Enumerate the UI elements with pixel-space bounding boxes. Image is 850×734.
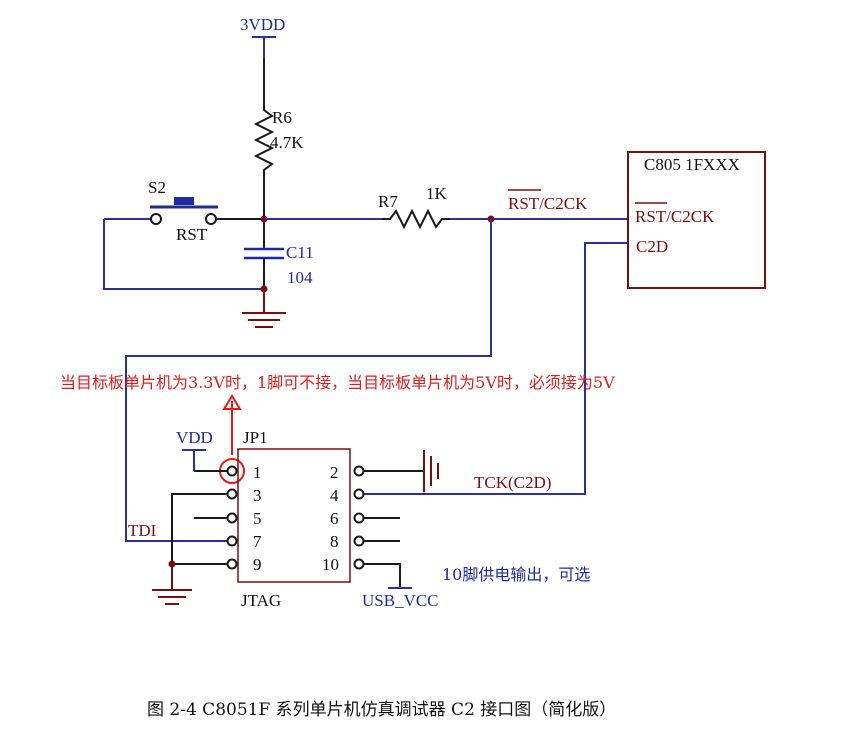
jtag-pin-10: 10 — [322, 555, 339, 574]
rst-net-rest: /C2CK — [539, 194, 588, 213]
r6-value-label: 4.7K — [270, 133, 304, 152]
ground-symbol-bottom — [152, 564, 192, 605]
jtag-pin-4: 4 — [330, 486, 339, 505]
jtag-pin-3: 3 — [253, 486, 262, 505]
r7-value-label: 1K — [426, 184, 448, 203]
vdd-jtag-label: VDD — [176, 428, 213, 447]
jtag-label: JTAG — [241, 591, 281, 610]
usb-vcc-label: USB_VCC — [362, 591, 439, 610]
mcu-chip-name: C805 1FXXX — [644, 155, 740, 174]
jp1-label: JP1 — [243, 428, 268, 447]
r6-resistor — [253, 98, 275, 180]
mcu-pin-rst-label: RST/C2CK — [635, 207, 715, 226]
red-note: 当目标板单片机为3.3V时，1脚可不接，当目标板单片机为5V时，必须接为5V — [60, 373, 615, 392]
r7-ref-label: R7 — [378, 192, 398, 211]
junction-dot — [260, 285, 268, 293]
s2-ref-label: S2 — [148, 178, 166, 197]
mcu-pin-rst-bar: RST — [635, 207, 667, 226]
r7-resistor — [382, 208, 450, 230]
jtag-pin-8: 8 — [330, 532, 339, 551]
c11-capacitor — [244, 219, 284, 289]
figure-caption: 图 2-4 C8051F 系列单片机仿真调试器 C2 接口图（简化版） — [147, 700, 616, 720]
jtag-pin-2: 2 — [330, 463, 339, 482]
jtag-pin-5: 5 — [253, 509, 262, 528]
ground-symbol-top — [242, 289, 286, 328]
jtag-pin-9: 9 — [253, 555, 262, 574]
mcu-chip-box — [627, 151, 766, 289]
vdd-power-symbol — [252, 36, 276, 98]
rst-net-label: RST/C2CK — [508, 194, 588, 213]
vdd-top-label: 3VDD — [240, 15, 285, 34]
c11-ref-label: C11 — [286, 243, 314, 262]
vdd-jtag-symbol — [182, 449, 228, 472]
jtag-pin-6: 6 — [330, 509, 339, 528]
mcu-pin-rst-rest: /C2CK — [666, 207, 715, 226]
jtag-pin-7: 7 — [253, 532, 262, 551]
s2-name-label: RST — [176, 225, 208, 244]
blue-note: 10脚供电输出，可选 — [442, 565, 590, 584]
r6-ref-label: R6 — [272, 108, 292, 127]
s2-switch — [104, 197, 264, 225]
tck-label: TCK(C2D) — [474, 473, 551, 492]
tdi-label: TDI — [128, 521, 157, 540]
jtag-header-box — [237, 448, 351, 583]
jtag-pin-1: 1 — [253, 463, 262, 482]
jtag-pin-circles — [226, 465, 365, 570]
rst-net-bar: RST — [508, 194, 540, 213]
c11-value-label: 104 — [287, 268, 313, 287]
ground-symbol-right — [423, 450, 439, 492]
mcu-pin-c2d-label: C2D — [636, 237, 668, 256]
